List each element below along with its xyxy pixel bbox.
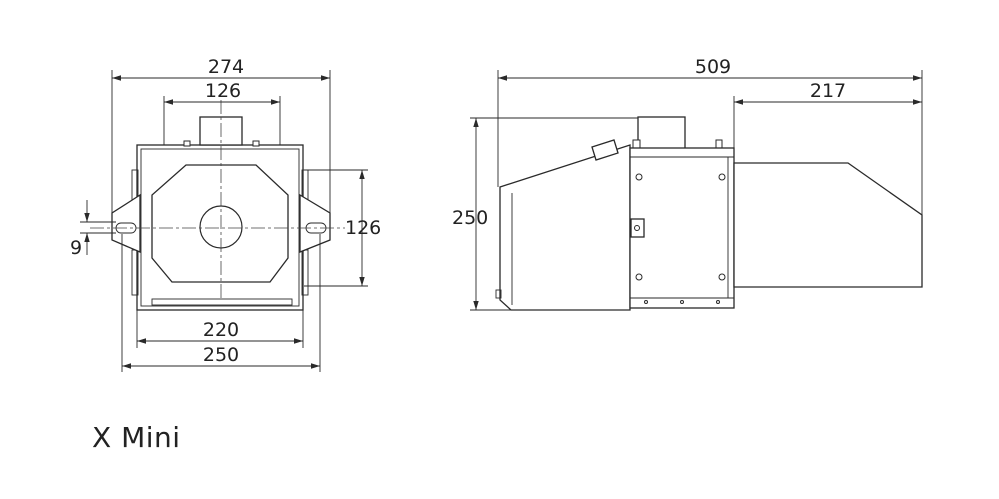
side-top-bolt	[715, 139, 723, 149]
model-title: X Mini	[92, 421, 181, 454]
front-top-bolt	[252, 140, 260, 147]
front-view	[90, 100, 345, 311]
front-housing-inner	[140, 148, 300, 307]
side-body-bolt	[718, 173, 726, 181]
front-top-bolt	[183, 140, 191, 147]
dim-label-217: 217	[810, 80, 846, 102]
side-hopper-clip	[495, 289, 502, 299]
side-slope-tab	[591, 139, 619, 161]
side-body-bolt	[635, 273, 643, 281]
side-body-rivet	[680, 300, 684, 304]
side-main-body	[629, 147, 735, 309]
side-dimensions: 509 217 250	[452, 56, 923, 311]
side-body-rivet	[644, 300, 648, 304]
side-flue-collar	[637, 116, 686, 150]
side-burner-tube	[733, 162, 923, 288]
side-view	[495, 116, 923, 311]
dim-label-274: 274	[208, 56, 244, 78]
dim-label-126-right: 126	[345, 217, 381, 239]
dim-label-220: 220	[203, 319, 239, 341]
dim-label-250-side: 250	[452, 207, 488, 229]
dim-label-126-top: 126	[205, 80, 241, 102]
side-hopper-housing	[499, 144, 631, 311]
front-right-mount-ear	[299, 193, 331, 253]
dim-label-250-front: 250	[203, 344, 239, 366]
side-body-rivet	[716, 300, 720, 304]
dim-label-509: 509	[695, 56, 731, 78]
side-body-bolt	[635, 173, 643, 181]
front-left-mount-ear	[111, 193, 141, 253]
front-bottom-strip	[151, 298, 293, 306]
front-dimensions: 274 126 126 9 220 250	[70, 56, 381, 372]
front-mounting-plate	[151, 164, 289, 283]
dim-label-9: 9	[70, 237, 82, 259]
side-body-bolt	[718, 273, 726, 281]
side-hinge-pin	[634, 225, 640, 231]
side-top-bolt	[632, 139, 641, 149]
